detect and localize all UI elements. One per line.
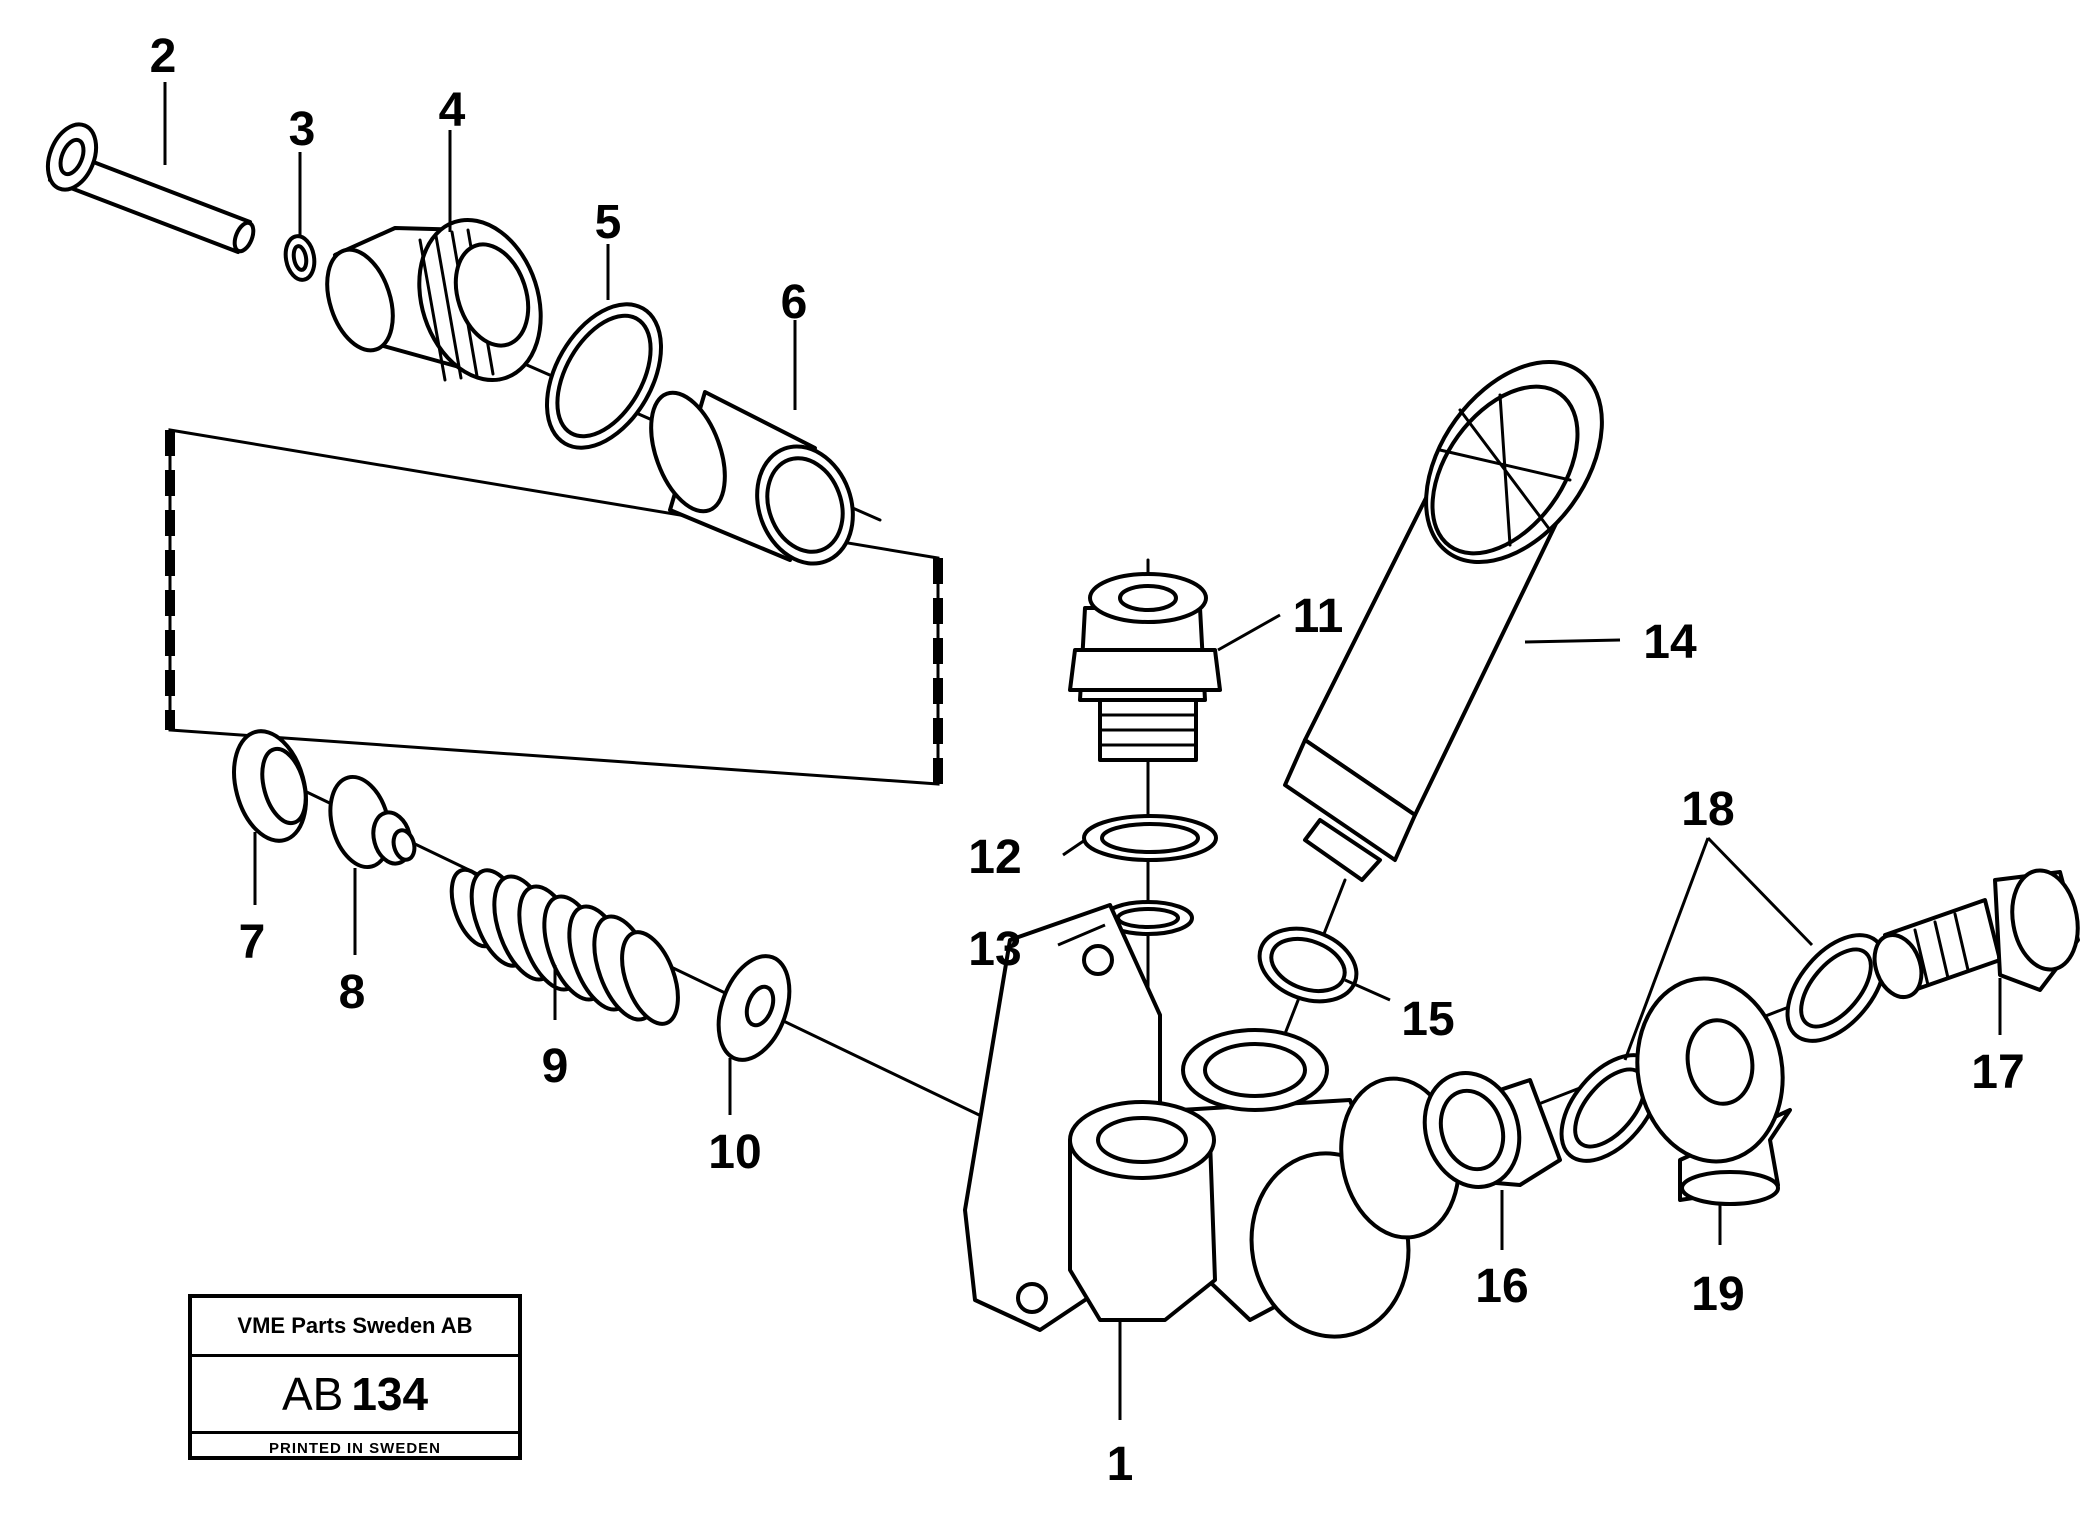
part-10-washer	[716, 954, 792, 1062]
part-4-threaded-housing	[325, 217, 543, 383]
part-9-spring	[449, 867, 680, 1026]
part-8-valve	[328, 774, 417, 870]
callout-17: 17	[1971, 1046, 2024, 1099]
part-15-o-ring	[1257, 926, 1359, 1004]
leader-lines	[163, 82, 2002, 1420]
callout-2: 2	[150, 30, 177, 83]
callout-3: 3	[289, 103, 316, 156]
callout-15: 15	[1401, 993, 1454, 1046]
callout-9: 9	[542, 1040, 569, 1093]
callout-1: 1	[1107, 1438, 1134, 1491]
callout-6: 6	[781, 276, 808, 329]
part-16-threaded-fitting	[1422, 1071, 1562, 1189]
callout-7: 7	[239, 916, 266, 969]
part-2-bolt	[45, 122, 256, 254]
part-11-hex-nipple	[1068, 572, 1222, 762]
callout-5: 5	[595, 196, 622, 249]
callout-16: 16	[1475, 1260, 1528, 1313]
part-14-hand-pump	[1283, 359, 1604, 882]
part-18-washer-left	[1559, 1053, 1661, 1163]
title-stamp: VME Parts Sweden AB AB 134 PRINTED IN SW…	[188, 1294, 522, 1460]
part-6-sleeve	[649, 390, 855, 566]
callout-13: 13	[968, 923, 1021, 976]
callout-19: 19	[1691, 1268, 1744, 1321]
stamp-code: AB 134	[192, 1357, 518, 1434]
part-19-banjo	[1635, 976, 1792, 1206]
callout-18: 18	[1681, 783, 1734, 836]
callout-numbers: 1 2 3 4 5 6 7 8 9 10 11 12 13 14 15 16 1…	[150, 30, 2025, 1491]
callout-8: 8	[339, 966, 366, 1019]
callout-4: 4	[439, 84, 466, 137]
stamp-code-number: 134	[351, 1368, 429, 1420]
callout-14: 14	[1643, 616, 1697, 669]
part-1-pump-body	[963, 903, 1461, 1339]
stamp-company: VME Parts Sweden AB	[192, 1298, 518, 1357]
part-17-banjo-bolt	[1872, 868, 2080, 999]
stamp-printed: PRINTED IN SWEDEN	[268, 1439, 441, 1457]
callout-11: 11	[1293, 590, 1344, 643]
part-12-ring	[1082, 814, 1218, 862]
part-7-cup-seal	[232, 729, 308, 843]
part-18-washer-right	[1785, 933, 1887, 1043]
part-13-ring	[1102, 900, 1194, 936]
part-3-washer	[283, 234, 317, 282]
part-5-o-ring	[545, 302, 663, 450]
callout-12: 12	[968, 831, 1021, 884]
stamp-code-prefix: AB	[281, 1368, 344, 1420]
callout-10: 10	[708, 1126, 761, 1179]
